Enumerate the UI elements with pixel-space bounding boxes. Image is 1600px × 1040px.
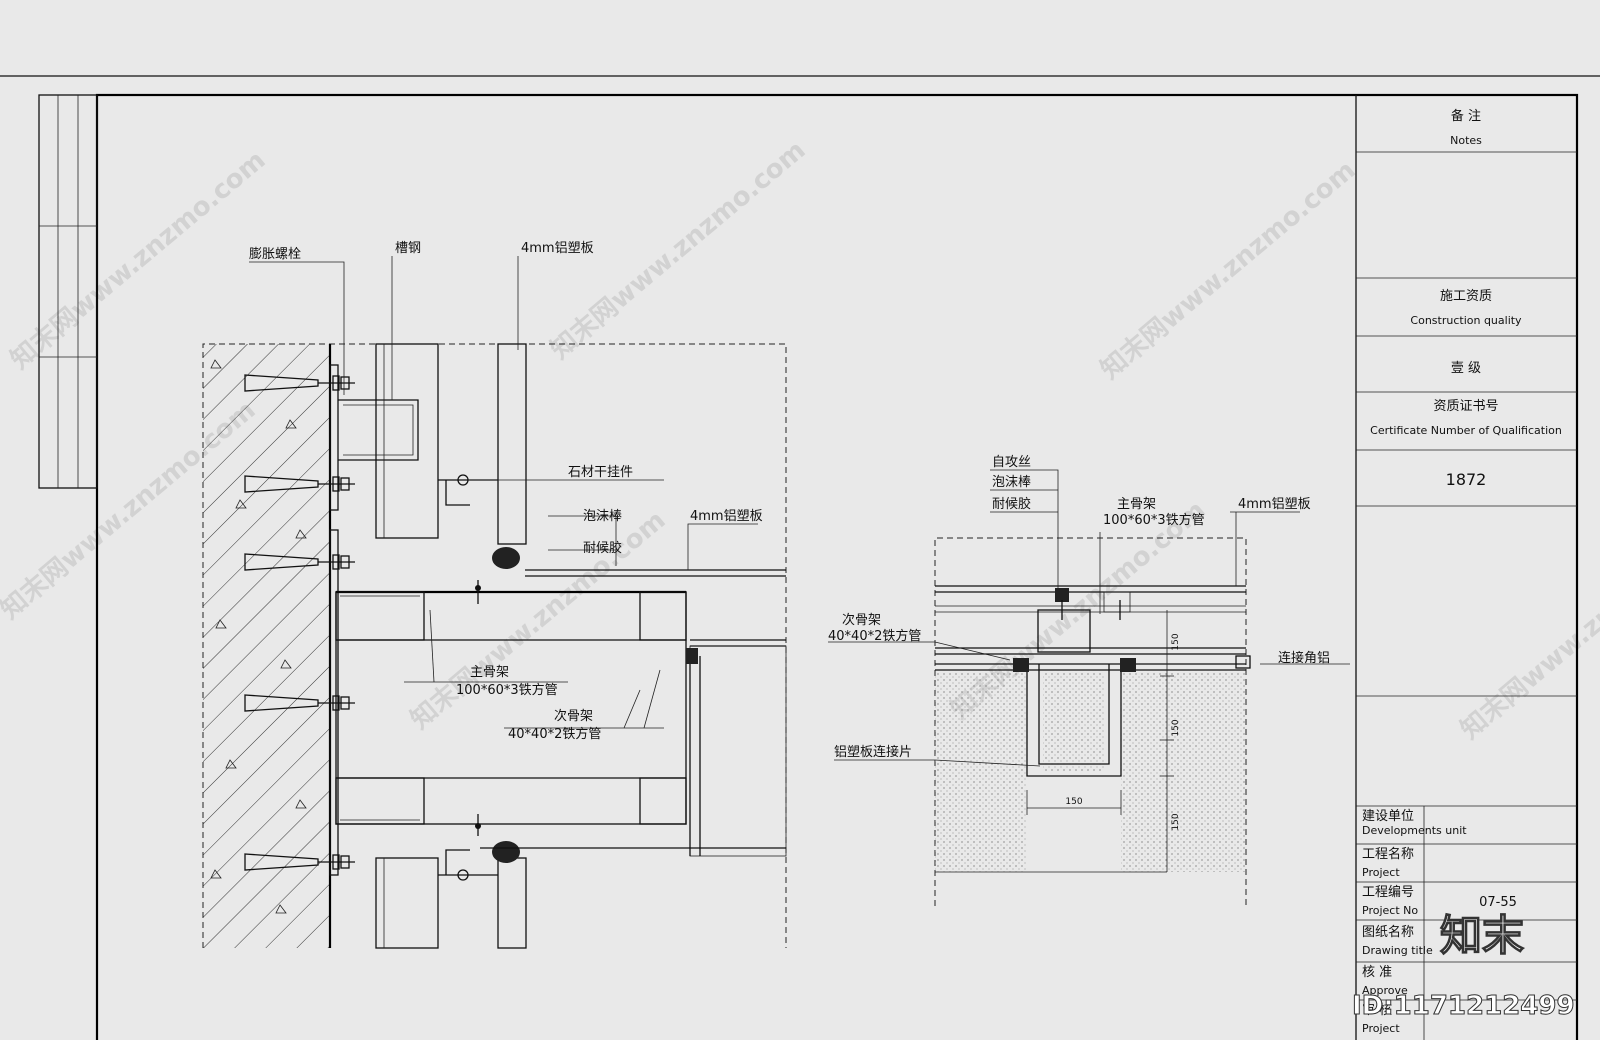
label-sub-spec: 40*40*2铁方管: [828, 628, 921, 644]
label-sub-frame: 次骨架: [842, 612, 881, 628]
check-en: Project: [1362, 1022, 1400, 1035]
label-corner-angle: 连接角铝: [1278, 650, 1330, 666]
stone-panel: [497, 343, 527, 545]
dimension-value: 150: [1171, 719, 1181, 736]
dimension-value: 150: [1171, 633, 1181, 650]
label-sub-spec: 40*40*2铁方管: [508, 726, 601, 742]
main-frame: [1037, 609, 1091, 653]
construction-quality-en: Construction quality: [1410, 314, 1522, 327]
concrete-aggregate: [210, 359, 307, 914]
drawing-title-cn: 图纸名称: [1362, 924, 1414, 940]
label-main-frame: 主骨架: [470, 665, 509, 680]
grade-cn: 壹 级: [1451, 361, 1481, 376]
label-panel: 4mm铝塑板: [1238, 497, 1311, 512]
project-no-value: 07-55: [1479, 895, 1517, 910]
dev-unit-en: Developments unit: [1362, 824, 1467, 837]
right-detail: 150 150 150 150 自攻丝 泡沫棒 耐候胶 主骨架 100*60*3…: [828, 455, 1350, 906]
leader-lines: [828, 469, 1350, 767]
certificate-value: 1872: [1446, 470, 1487, 489]
label-main-spec: 100*60*3铁方管: [456, 682, 558, 698]
label-main-spec: 100*60*3铁方管: [1103, 512, 1205, 528]
label-stone-hanger: 石材干挂件: [568, 465, 633, 480]
construction-quality-cn: 施工资质: [1440, 289, 1492, 304]
left-detail: 膨胀螺栓 槽钢 4mm铝塑板 石材干挂件 泡沫棒 耐候胶 4mm铝塑板 主骨架 …: [202, 241, 787, 949]
project-name-cn: 工程名称: [1362, 846, 1414, 862]
dev-unit-cn: 建设单位: [1362, 809, 1414, 824]
title-block: 备 注 Notes 施工资质 Construction quality 壹 级 …: [1355, 95, 1577, 1040]
aluminum-panel: [480, 569, 787, 857]
brand-watermark: 知末: [1440, 911, 1524, 960]
foam-rod: [492, 841, 520, 863]
drawing-title-en: Drawing title: [1362, 944, 1433, 957]
corner-angle: [1235, 655, 1251, 669]
embed-plate: [329, 529, 339, 876]
main-frame: [335, 590, 687, 825]
label-channel-steel: 槽钢: [395, 241, 421, 256]
concrete-wall: [203, 344, 330, 948]
u-channel: [1026, 664, 1122, 777]
label-expansion-bolt: 膨胀螺栓: [249, 247, 301, 262]
dimension-value: 150: [1171, 813, 1181, 830]
certificate-en: Certificate Number of Qualification: [1370, 424, 1562, 437]
channel-steel: [338, 343, 439, 949]
corner-angle: [1103, 591, 1131, 613]
notes-en: Notes: [1450, 134, 1482, 147]
expansion-bolts: [244, 374, 355, 871]
project-no-en: Project No: [1362, 904, 1418, 917]
infill: [1043, 672, 1105, 772]
project-name-en: Project: [1362, 866, 1400, 879]
self-tapping-screw: [1013, 588, 1136, 672]
id-watermark: ID:1171212499: [1352, 991, 1575, 1021]
label-sub-frame: 次骨架: [554, 708, 593, 724]
check-cn: 审 核: [1362, 1003, 1392, 1018]
infill: [1121, 672, 1246, 872]
label-sealant: 耐候胶: [583, 540, 622, 556]
certificate-cn: 资质证书号: [1433, 399, 1498, 414]
label-foam-rod: 泡沫棒: [992, 475, 1031, 490]
label-self-tapping-screw: 自攻丝: [992, 455, 1031, 470]
foam-rod: [492, 547, 520, 569]
label-sealant: 耐候胶: [992, 496, 1031, 512]
embed-plate: [329, 364, 339, 511]
drawing-frame: [95, 93, 1579, 1040]
label-panel-right: 4mm铝塑板: [690, 509, 763, 524]
dimension-value: 150: [1065, 797, 1082, 807]
infill: [935, 672, 1027, 872]
label-panel-top: 4mm铝塑板: [521, 241, 594, 256]
project-no-cn: 工程编号: [1362, 885, 1414, 900]
label-foam-rod: 泡沫棒: [583, 509, 622, 524]
self-tapping-screw: [475, 580, 698, 836]
binding-strip: [38, 94, 98, 489]
dimension-lines: [935, 610, 1174, 873]
label-panel-connector: 铝塑板连接片: [834, 744, 912, 760]
leader-lines: [249, 256, 758, 729]
approve-en: Approve: [1362, 984, 1408, 997]
notes-cn: 备 注: [1451, 108, 1481, 124]
label-main-frame: 主骨架: [1117, 497, 1156, 512]
approve-cn: 核 准: [1362, 965, 1392, 980]
